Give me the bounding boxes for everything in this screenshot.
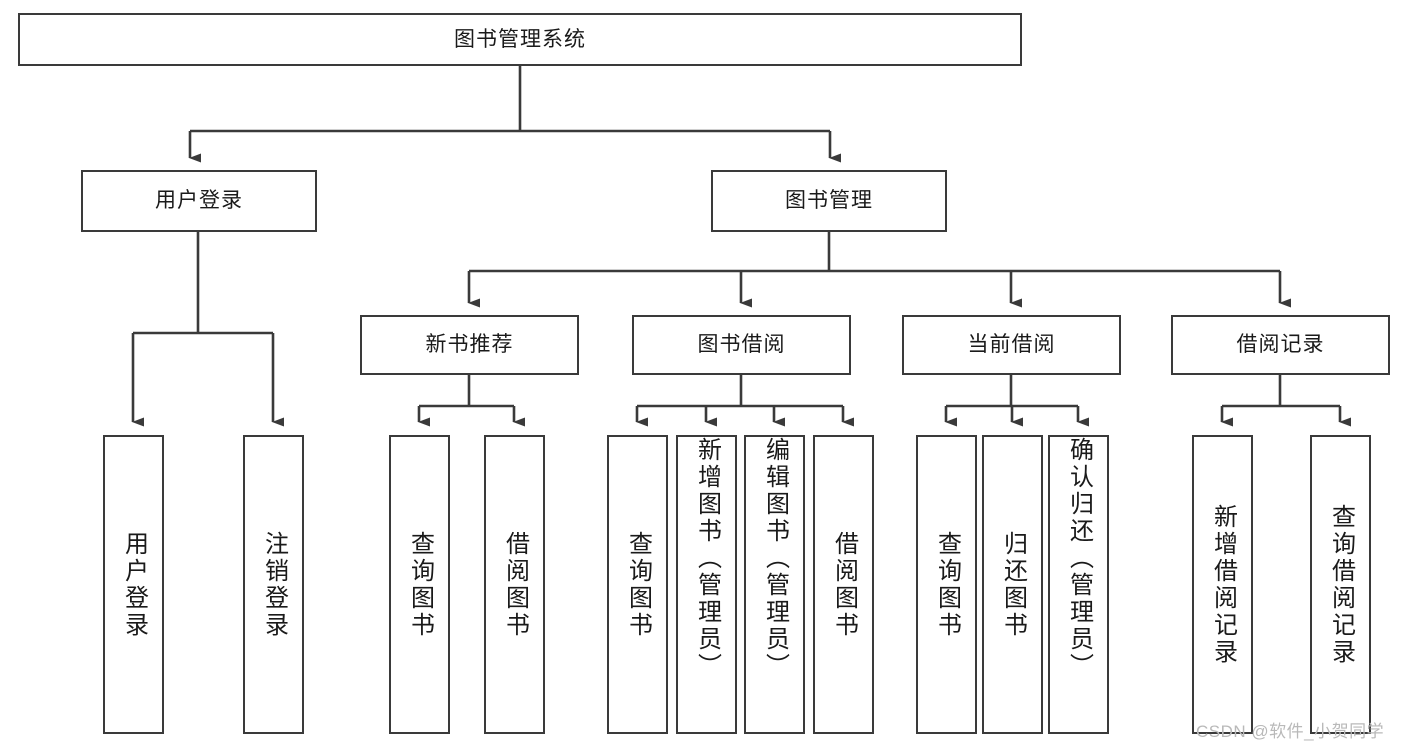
leaf-current-confirm-return-admin[interactable]: 确认归还（管理员） xyxy=(1048,435,1109,734)
node-label: 借阅图书 xyxy=(501,530,529,639)
node-label: 新书推荐 xyxy=(425,333,514,357)
node-label: 借阅图书 xyxy=(830,530,858,639)
leaf-borrow-borrow-book[interactable]: 借阅图书 xyxy=(813,435,874,734)
leaf-borrow-add-book-admin[interactable]: 新增图书（管理员） xyxy=(676,435,737,734)
node-label: 图书管理 xyxy=(785,189,873,213)
node-label: 借阅记录 xyxy=(1236,333,1325,357)
node-book-management[interactable]: 图书管理 xyxy=(711,170,947,232)
node-label: 归还图书 xyxy=(999,530,1027,639)
node-label: 新增借阅记录 xyxy=(1209,503,1237,666)
node-label: 查询借阅记录 xyxy=(1327,503,1355,666)
node-label: 编辑图书（管理员） xyxy=(761,437,789,680)
leaf-user-login-login[interactable]: 用户登录 xyxy=(103,435,164,734)
node-book-borrow[interactable]: 图书借阅 xyxy=(632,315,851,375)
node-new-book-recommend[interactable]: 新书推荐 xyxy=(360,315,579,375)
leaf-borrow-query-book[interactable]: 查询图书 xyxy=(607,435,668,734)
node-label: 确认归还（管理员） xyxy=(1065,437,1093,680)
leaf-recommend-borrow-book[interactable]: 借阅图书 xyxy=(484,435,545,734)
node-label: 用户登录 xyxy=(155,189,243,213)
node-label: 新增图书（管理员） xyxy=(693,437,721,680)
node-label: 用户登录 xyxy=(120,530,148,639)
node-user-login[interactable]: 用户登录 xyxy=(81,170,317,232)
leaf-record-add-record[interactable]: 新增借阅记录 xyxy=(1192,435,1253,734)
leaf-recommend-query-book[interactable]: 查询图书 xyxy=(389,435,450,734)
node-current-borrow[interactable]: 当前借阅 xyxy=(902,315,1121,375)
csdn-watermark: CSDN @软件_小贺同学 xyxy=(1196,722,1385,741)
node-label: 查询图书 xyxy=(406,530,434,639)
node-borrow-record[interactable]: 借阅记录 xyxy=(1171,315,1390,375)
leaf-current-return-book[interactable]: 归还图书 xyxy=(982,435,1043,734)
node-label: 查询图书 xyxy=(624,530,652,639)
node-label: 查询图书 xyxy=(933,530,961,639)
leaf-user-login-logout[interactable]: 注销登录 xyxy=(243,435,304,734)
leaf-record-query-record[interactable]: 查询借阅记录 xyxy=(1310,435,1371,734)
node-label: 图书借阅 xyxy=(697,333,786,357)
leaf-borrow-edit-book-admin[interactable]: 编辑图书（管理员） xyxy=(744,435,805,734)
node-root-system[interactable]: 图书管理系统 xyxy=(18,13,1022,66)
node-label: 当前借阅 xyxy=(967,333,1056,357)
leaf-current-query-book[interactable]: 查询图书 xyxy=(916,435,977,734)
node-label: 注销登录 xyxy=(260,530,288,639)
node-label: 图书管理系统 xyxy=(454,27,586,51)
